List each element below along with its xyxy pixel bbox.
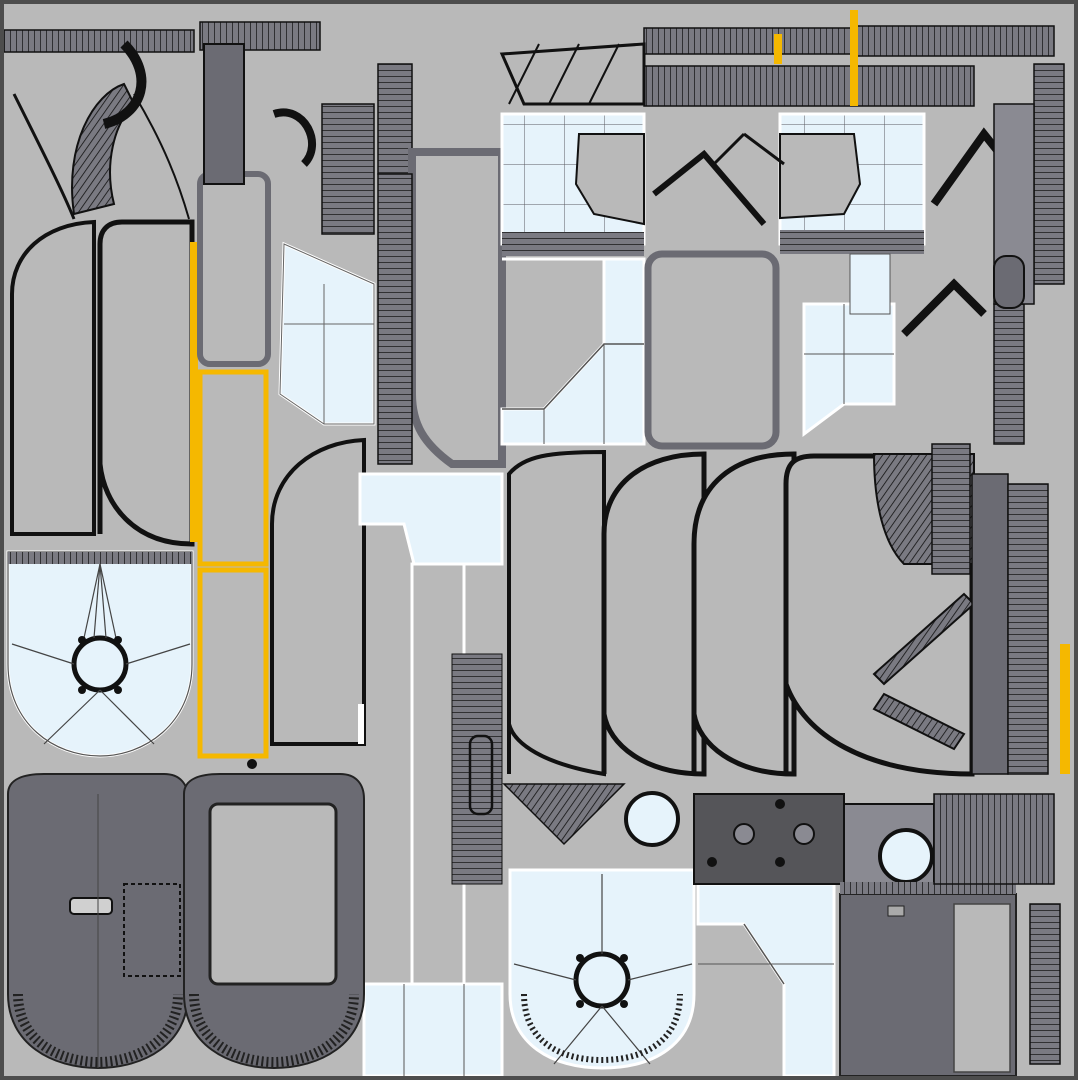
center-glass-strip (358, 472, 504, 1076)
left-column-island (197, 43, 271, 759)
glass-grid-top (500, 112, 926, 256)
left-arch-panel (10, 219, 198, 547)
glass-dome-island-bottom (508, 868, 696, 1070)
center-stair-island (272, 103, 375, 235)
top-strip-islands (4, 10, 1055, 107)
rounded-square-panel (644, 250, 780, 450)
glass-funnel-left (278, 241, 376, 426)
center-tower-islands (270, 63, 506, 746)
glass-panel-center-top (500, 257, 646, 446)
bottom-left-hull-panels (7, 773, 365, 1070)
uv-island-canvas (4, 10, 1070, 1076)
glass-dome-island-left (6, 550, 194, 758)
bottom-right-plate (839, 793, 1061, 1076)
right-stair-islands (872, 63, 1070, 775)
bolt-details (78, 636, 785, 1008)
stair-spiral-island (12, 40, 190, 220)
glass-funnel-bottom (696, 882, 836, 1076)
mechanical-panel (502, 783, 935, 885)
glass-funnel-right (802, 253, 896, 437)
